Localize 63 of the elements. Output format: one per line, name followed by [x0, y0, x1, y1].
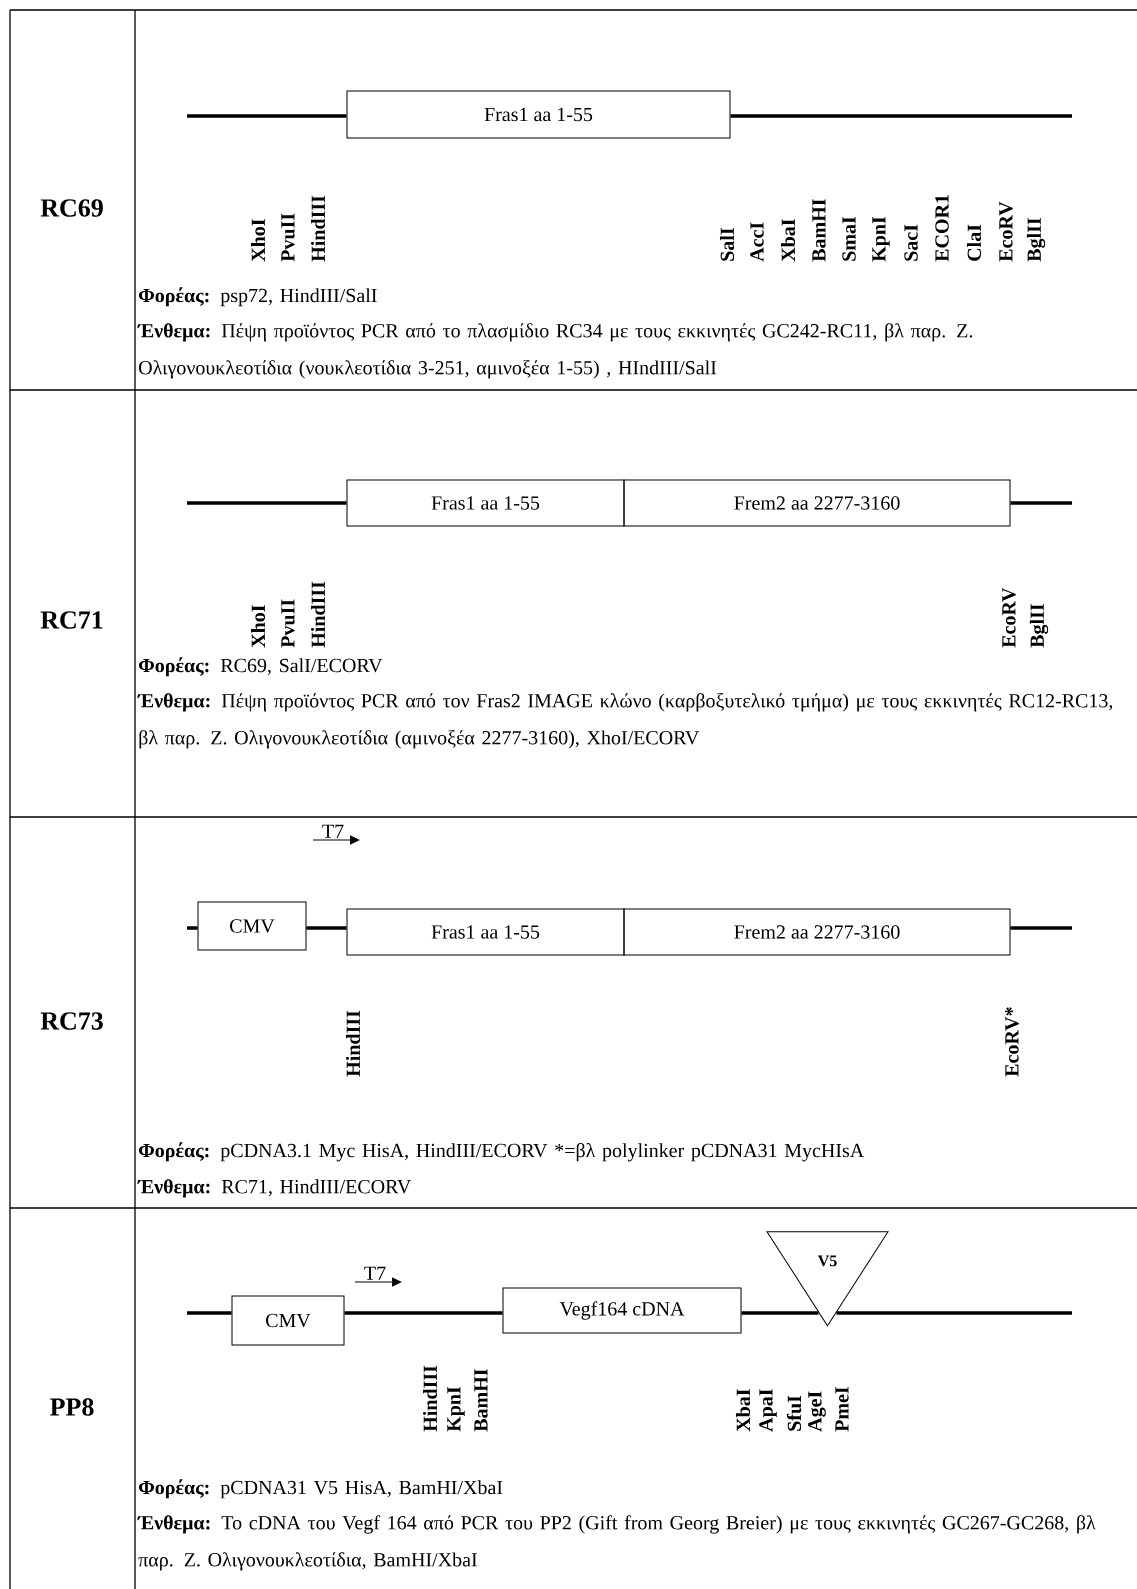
enzyme-label: BamHI: [474, 1369, 488, 1432]
promoter-box: CMV: [231, 1295, 345, 1346]
note-text: Φορέας: psp72, HindIII/SalI: [138, 287, 377, 307]
enzyme-label: KpnI: [872, 216, 890, 262]
dna-line: [344, 1311, 503, 1315]
enzyme-label: BamHI: [812, 199, 826, 262]
enzyme-label: HindIII: [310, 195, 326, 262]
enzyme-label: HindIII: [345, 1010, 361, 1077]
enzyme-label: SalI: [719, 228, 735, 261]
gene-box: Frem2 aa 2277-3160: [623, 479, 1011, 527]
note-text: Φορέας: RC69, SalI/ECORV: [138, 657, 383, 677]
gene-box: Fras1 aa 1-55: [346, 479, 625, 527]
promoter-label: T7: [322, 824, 344, 838]
enzyme-label: SacI: [904, 224, 918, 261]
dna-line: [836, 1311, 1072, 1315]
enzyme-label: HindIII: [310, 581, 326, 648]
note-text: Φορέας: pCDNA31 V5 HisA, BamHI/XbaI: [138, 1479, 503, 1499]
dna-line: [187, 114, 347, 118]
enzyme-label: SmaI: [842, 216, 856, 261]
gene-box: Vegf164 cDNA: [502, 1287, 742, 1334]
enzyme-label: XbaI: [780, 219, 796, 262]
gene-box: Frem2 aa 2277-3160: [623, 908, 1011, 956]
note-text: Ένθεμα: RC71, HindIII/ECORV: [137, 1179, 412, 1198]
enzyme-label: ECOR1: [935, 195, 949, 262]
enzyme-label: PvuII: [281, 213, 295, 262]
enzyme-label: AgeI: [808, 1391, 826, 1432]
enzyme-label: XhoI: [250, 605, 266, 648]
enzyme-label: XbaI: [735, 1389, 751, 1432]
enzyme-label: AccI: [750, 222, 764, 262]
enzyme-label: ClaI: [967, 224, 982, 261]
enzyme-label: KpnI: [447, 1386, 465, 1432]
promoter-label: T7: [364, 1266, 386, 1280]
enzyme-label: XhoI: [250, 219, 266, 262]
note-text: Ένθεμα: Πέψη προϊόντος PCR από το πλασμίδιο RC34 με τους εκκινητές GC242-RC11, βλ παρ. Ζ. Ολιγονουκλεοτίδια (νουκλεοτίδια 3-251, αμινοξέα 1-55) , HIndIII/SalI: [137, 323, 973, 379]
gene-box: Fras1 aa 1-55: [346, 90, 731, 139]
enzyme-label: SfuI: [786, 1395, 802, 1431]
dna-line: [187, 1311, 232, 1315]
row-label: RC71: [40, 611, 103, 629]
tag-triangle: V5: [766, 1231, 889, 1327]
gene-box: Fras1 aa 1-55: [346, 908, 625, 956]
row-label: RC69: [40, 199, 103, 217]
dna-line: [306, 926, 347, 930]
enzyme-label: EcoRV*: [1005, 1007, 1019, 1077]
dna-line: [187, 501, 347, 505]
enzyme-label: BglII: [1026, 218, 1046, 262]
dna-line: [187, 926, 198, 930]
dna-line: [1010, 926, 1072, 930]
promoter-box: CMV: [197, 901, 307, 951]
enzyme-label: EcoRV: [1002, 587, 1016, 648]
dna-line: [1010, 501, 1072, 505]
enzyme-label: PvuII: [281, 599, 295, 648]
note-text: Ένθεμα: Το cDNA του Vegf 164 από PCR του PP2 (Gift from Georg Breier) με τους εκκινητές GC267-GC268, βλ παρ. Ζ. Ολιγονουκλεοτίδια, BamHI/XbaI: [137, 1515, 1096, 1571]
note-text: Ένθεμα: Πέψη προϊόντος PCR από τον Fras2 IMAGE κλώνο (καρβοξυτελικό τμήμα) με τους εκκινητές RC12-RC13, βλ παρ. Ζ. Ολιγονουκλεοτίδια (αμινοξέα 2277-3160), XhoI/ECORV: [137, 693, 1113, 749]
enzyme-label: PmeI: [835, 1386, 849, 1432]
enzyme-label: BglII: [1029, 604, 1049, 648]
enzyme-label: HindIII: [422, 1365, 438, 1432]
enzyme-label: ApaI: [759, 1389, 777, 1432]
dna-line: [730, 114, 1072, 118]
dna-line: [741, 1311, 819, 1315]
enzyme-label: EcoRV: [999, 201, 1013, 262]
note-text: Φορέας: pCDNA3.1 Myc HisA, HindIII/ECORV *=βλ polylinker pCDNA31 MycHIsA: [138, 1142, 865, 1162]
row-label: RC73: [40, 1012, 103, 1030]
row-label: PP8: [50, 1398, 94, 1416]
